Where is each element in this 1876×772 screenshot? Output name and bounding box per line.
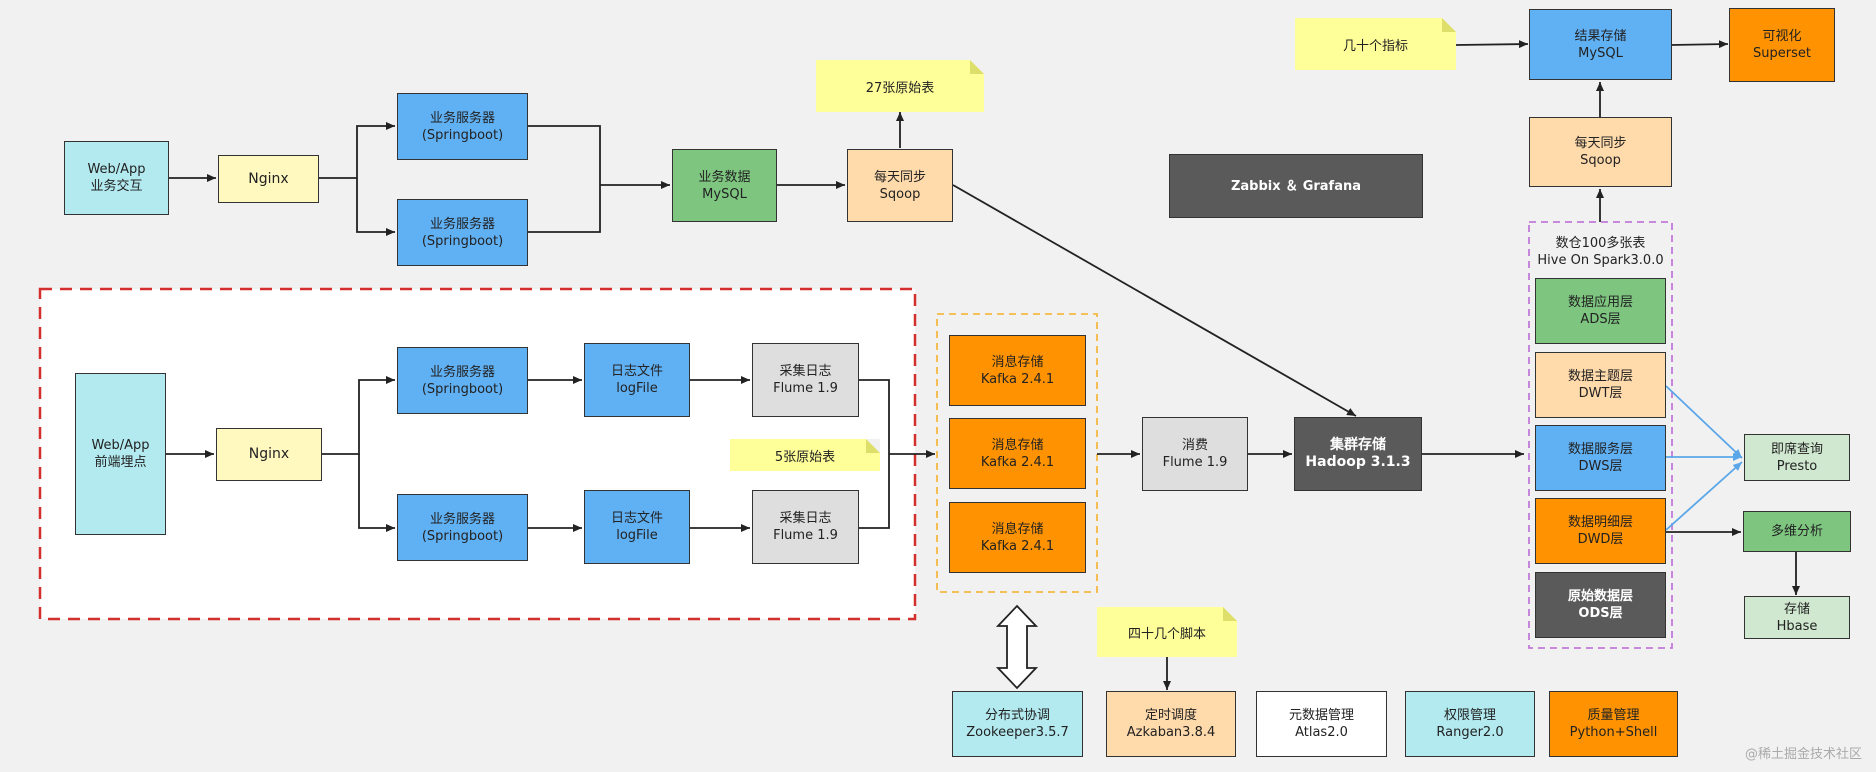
edge-sqoop-hadoop <box>952 184 1357 417</box>
presto-node: 即席查询 Presto <box>1744 434 1850 481</box>
dwt-layer-node: 数据主题层 DWT层 <box>1535 352 1666 418</box>
flume-consume-node: 消费 Flume 1.9 <box>1142 417 1248 491</box>
zookeeper-kafka-double-arrow <box>995 604 1039 690</box>
edge-result-superset <box>1670 40 1729 49</box>
edge-dwt-presto <box>1665 385 1743 459</box>
raw-tables-27-note: 27张原始表 <box>816 60 984 112</box>
kafka-1-node: 消息存储 Kafka 2.4.1 <box>949 335 1086 406</box>
biz-server-1-node: 业务服务器 (Springboot) <box>397 93 528 160</box>
biz-mysql-node: 业务数据 MySQL <box>672 149 777 222</box>
sqoop-export-node: 每天同步 Sqoop <box>1529 117 1672 187</box>
web-app-interact-node: Web/App 业务交互 <box>64 141 169 215</box>
warehouse-group <box>1528 221 1673 649</box>
dws-layer-node: 数据服务层 DWS层 <box>1535 425 1666 491</box>
kafka-3-node: 消息存储 Kafka 2.4.1 <box>949 502 1086 573</box>
sqoop-daily-node: 每天同步 Sqoop <box>847 149 953 222</box>
superset-node: 可视化 Superset <box>1729 8 1835 82</box>
warehouse-group-label: 数仓100多张表 Hive On Spark3.0.0 <box>1537 236 1664 268</box>
scripts-note: 四十几个脚本 <box>1097 607 1237 657</box>
result-mysql-node: 结果存储 MySQL <box>1529 9 1672 80</box>
edge-servers-merge <box>527 125 601 233</box>
ads-layer-node: 数据应用层 ADS层 <box>1535 278 1666 344</box>
atlas-node: 元数据管理 Atlas2.0 <box>1256 691 1387 757</box>
ranger-node: 权限管理 Ranger2.0 <box>1405 691 1535 757</box>
edge-nginx-fork <box>318 122 395 179</box>
logfile-2-node: 日志文件 logFile <box>584 490 690 564</box>
edge-nginx2-fork <box>321 376 395 455</box>
raw-tables-5-note: 5张原始表 <box>730 439 880 471</box>
kafka-group <box>936 313 1098 593</box>
edge-nginx-fork-2 <box>356 178 395 236</box>
azkaban-node: 定时调度 Azkaban3.8.4 <box>1106 691 1236 757</box>
zabbix-grafana-node: Zabbix ＆ Grafana <box>1169 154 1423 218</box>
nginx-top-node: Nginx <box>218 155 319 203</box>
hbase-node: 存储 Hbase <box>1744 596 1850 639</box>
hadoop-node: 集群存储 Hadoop 3.1.3 <box>1294 417 1422 491</box>
quality-node: 质量管理 Python+Shell <box>1549 691 1678 757</box>
metrics-note: 几十个指标 <box>1295 18 1456 70</box>
flume-collect-2-node: 采集日志 Flume 1.9 <box>752 490 859 564</box>
kafka-2-node: 消息存储 Kafka 2.4.1 <box>949 418 1086 489</box>
multi-analysis-node: 多维分析 <box>1743 511 1851 552</box>
biz-server-2-node: 业务服务器 (Springboot) <box>397 199 528 266</box>
web-app-track-node: Web/App 前端埋点 <box>75 373 166 535</box>
ods-layer-node: 原始数据层 ODS层 <box>1535 572 1666 638</box>
zookeeper-node: 分布式协调 Zookeeper3.5.7 <box>952 691 1083 757</box>
edge-nginx2-fork-2 <box>358 454 395 532</box>
edge-metrics-result <box>1455 40 1529 49</box>
edge-dwd-presto <box>1665 461 1743 531</box>
biz-server-3-node: 业务服务器 (Springboot) <box>397 347 528 414</box>
logfile-1-node: 日志文件 logFile <box>584 343 690 417</box>
nginx-bottom-node: Nginx <box>216 428 322 481</box>
flume-collect-1-node: 采集日志 Flume 1.9 <box>752 343 859 417</box>
biz-server-4-node: 业务服务器 (Springboot) <box>397 494 528 561</box>
dwd-layer-node: 数据明细层 DWD层 <box>1535 498 1666 564</box>
watermark: @稀土掘金技术社区 <box>1744 747 1862 762</box>
